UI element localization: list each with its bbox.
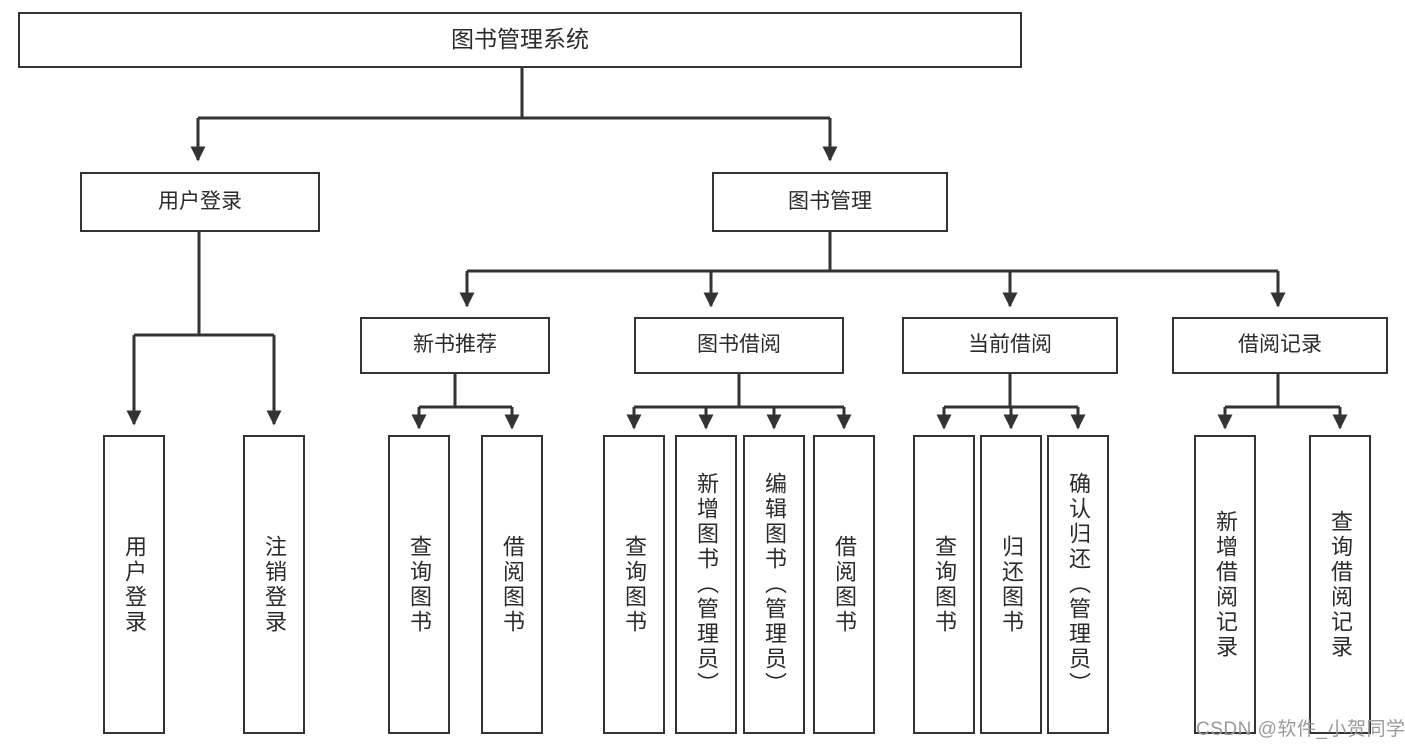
leaf-logout[interactable]: 注销登录 bbox=[243, 435, 305, 734]
leaf-add-borrow-record[interactable]: 新增借阅记录 bbox=[1194, 435, 1256, 734]
leaf-return-book-label: 归还图书 bbox=[998, 534, 1024, 635]
node-current-borrow[interactable]: 当前借阅 bbox=[902, 317, 1118, 374]
leaf-user-login[interactable]: 用户登录 bbox=[103, 435, 165, 734]
node-user-login[interactable]: 用户登录 bbox=[80, 172, 320, 232]
leaf-add-borrow-record-label: 新增借阅记录 bbox=[1212, 509, 1238, 660]
leaf-query-book-current-label: 查询图书 bbox=[931, 534, 957, 635]
node-new-book-recommend-label: 新书推荐 bbox=[413, 333, 497, 357]
leaf-query-book-current[interactable]: 查询图书 bbox=[913, 435, 975, 734]
leaf-confirm-return-admin[interactable]: 确认归还（管理员） bbox=[1047, 435, 1109, 734]
leaf-query-book-recommend-label: 查询图书 bbox=[406, 534, 432, 635]
node-user-login-label: 用户登录 bbox=[158, 189, 242, 213]
node-root[interactable]: 图书管理系统 bbox=[18, 12, 1022, 68]
node-book-borrow[interactable]: 图书借阅 bbox=[634, 317, 844, 374]
leaf-borrow-book-borrow[interactable]: 借阅图书 bbox=[813, 435, 875, 734]
node-borrow-record-label: 借阅记录 bbox=[1238, 333, 1322, 357]
leaf-edit-book-admin-label: 编辑图书（管理员） bbox=[761, 472, 787, 697]
leaf-confirm-return-admin-label: 确认归还（管理员） bbox=[1065, 472, 1091, 697]
leaf-user-login-label: 用户登录 bbox=[121, 534, 147, 635]
node-root-label: 图书管理系统 bbox=[451, 26, 589, 53]
leaf-query-book-recommend[interactable]: 查询图书 bbox=[388, 435, 450, 734]
node-borrow-record[interactable]: 借阅记录 bbox=[1172, 317, 1388, 374]
node-book-management-label: 图书管理 bbox=[788, 189, 872, 213]
node-book-management[interactable]: 图书管理 bbox=[712, 172, 948, 232]
leaf-query-book-borrow-label: 查询图书 bbox=[621, 534, 647, 635]
leaf-add-book-admin-label: 新增图书（管理员） bbox=[693, 472, 719, 697]
leaf-logout-label: 注销登录 bbox=[261, 534, 287, 635]
leaf-borrow-book-recommend[interactable]: 借阅图书 bbox=[481, 435, 543, 734]
leaf-borrow-book-borrow-label: 借阅图书 bbox=[831, 534, 857, 635]
node-book-borrow-label: 图书借阅 bbox=[697, 333, 781, 357]
leaf-return-book[interactable]: 归还图书 bbox=[980, 435, 1042, 734]
node-current-borrow-label: 当前借阅 bbox=[968, 333, 1052, 357]
leaf-query-book-borrow[interactable]: 查询图书 bbox=[603, 435, 665, 734]
leaf-edit-book-admin[interactable]: 编辑图书（管理员） bbox=[743, 435, 805, 734]
leaf-query-borrow-record[interactable]: 查询借阅记录 bbox=[1309, 435, 1371, 734]
leaf-borrow-book-recommend-label: 借阅图书 bbox=[499, 534, 525, 635]
leaf-query-borrow-record-label: 查询借阅记录 bbox=[1327, 509, 1353, 660]
leaf-add-book-admin[interactable]: 新增图书（管理员） bbox=[675, 435, 737, 734]
node-new-book-recommend[interactable]: 新书推荐 bbox=[360, 317, 550, 374]
